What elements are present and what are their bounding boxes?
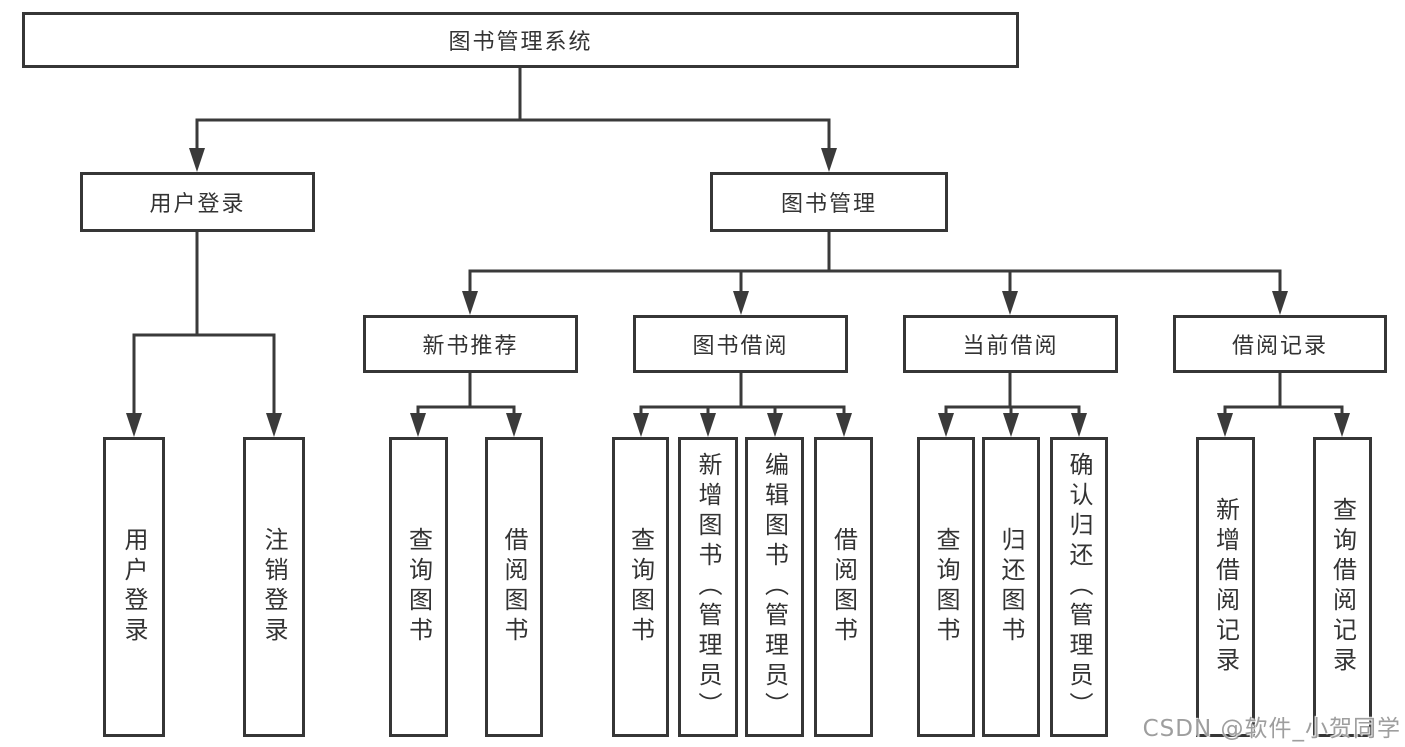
node-label: 图书管理 — [780, 192, 877, 217]
node-label: 查询图书 — [932, 527, 960, 647]
leaf-return-books: 归还图书 — [982, 437, 1040, 737]
leaf-user-login: 用户登录 — [103, 437, 165, 737]
node-user-login-branch: 用户登录 — [80, 172, 315, 232]
node-label: 新增图书（管理员） — [694, 452, 722, 722]
node-label: 查询图书 — [404, 527, 433, 647]
node-label: 图书借阅 — [692, 334, 789, 359]
node-label: 查询借阅记录 — [1328, 497, 1357, 677]
node-label: 借阅图书 — [829, 527, 858, 647]
leaf-add-books-admin: 新增图书（管理员） — [678, 437, 738, 737]
node-label: 归还图书 — [997, 527, 1025, 647]
leaf-query-borrow-record: 查询借阅记录 — [1313, 437, 1372, 737]
watermark: CSDN @软件_小贺同学 — [1142, 716, 1401, 742]
node-label: 编辑图书（管理员） — [760, 452, 789, 722]
leaf-query-books-borrow: 查询图书 — [612, 437, 669, 737]
node-current-borrow: 当前借阅 — [903, 315, 1118, 373]
node-book-borrow: 图书借阅 — [633, 315, 848, 373]
leaf-edit-books-admin: 编辑图书（管理员） — [745, 437, 804, 737]
leaf-query-books-current: 查询图书 — [917, 437, 975, 737]
node-label: 新书推荐 — [422, 334, 519, 359]
node-borrow-records: 借阅记录 — [1173, 315, 1387, 373]
node-book-management: 图书管理 — [710, 172, 948, 232]
leaf-confirm-return-admin: 确认归还（管理员） — [1050, 437, 1108, 737]
node-label: 当前借阅 — [962, 334, 1059, 359]
node-new-book-recommend: 新书推荐 — [363, 315, 578, 373]
leaf-borrow-books-recommend: 借阅图书 — [485, 437, 543, 737]
node-label: 查询图书 — [626, 527, 655, 647]
node-label: 用户登录 — [120, 527, 148, 647]
node-label: 注销登录 — [260, 527, 288, 647]
leaf-logout: 注销登录 — [243, 437, 305, 737]
leaf-borrow-books: 借阅图书 — [814, 437, 873, 737]
node-label: 借阅记录 — [1231, 334, 1328, 359]
node-label: 用户登录 — [149, 192, 246, 217]
node-label: 图书管理系统 — [448, 30, 593, 55]
node-label: 新增借阅记录 — [1211, 497, 1240, 677]
node-label: 借阅图书 — [500, 527, 528, 647]
leaf-add-borrow-record: 新增借阅记录 — [1196, 437, 1255, 737]
node-root-system: 图书管理系统 — [22, 12, 1019, 68]
node-label: 确认归还（管理员） — [1065, 452, 1093, 722]
leaf-query-books-recommend: 查询图书 — [389, 437, 448, 737]
